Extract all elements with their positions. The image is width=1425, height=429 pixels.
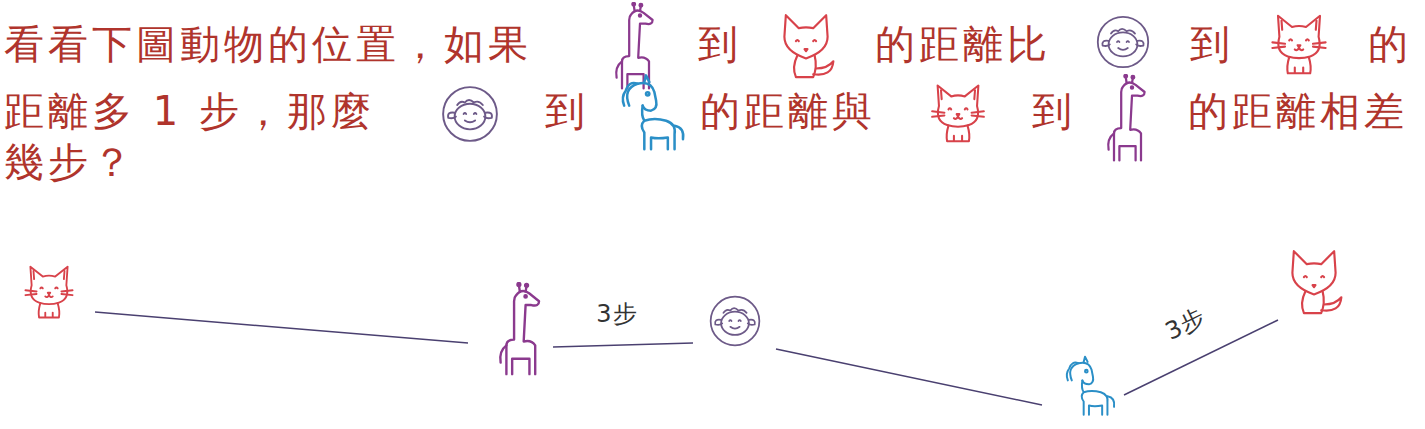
label-holder: 的距離與 — [700, 87, 876, 135]
path-line — [776, 349, 1042, 405]
question-text: 到 — [545, 87, 589, 135]
question-text: 的距離相差 — [1188, 87, 1408, 135]
question-text: 到 — [698, 20, 742, 68]
distance-label: 3步 — [1158, 301, 1213, 348]
question-text: 的 — [1368, 20, 1412, 68]
sheep-icon — [1098, 17, 1148, 67]
giraffe-icon — [1108, 75, 1144, 160]
question-text: 看看下圖動物的位置，如果 — [4, 20, 532, 68]
label-holder: 3步 — [593, 300, 640, 329]
label-holder: 到 — [1032, 87, 1076, 135]
cat-figure — [25, 267, 72, 318]
path-line — [553, 343, 693, 347]
question-text: 的距離比 — [875, 20, 1051, 68]
question-text: 距離多 1 步，那麼 — [4, 87, 375, 135]
fox-icon — [784, 15, 833, 77]
question-text: 到 — [1032, 87, 1076, 135]
label-holder: 看看下圖動物的位置，如果 — [4, 20, 532, 68]
label-holder: 的 — [1368, 20, 1412, 68]
sheep-figure — [711, 297, 760, 346]
horse-figure — [1067, 357, 1114, 415]
label-holder: 距離多 1 步，那麼 — [4, 87, 375, 135]
label-holder: 幾步？ — [4, 138, 136, 186]
label-holder: 3步 — [1158, 301, 1213, 348]
label-holder: 的距離相差 — [1188, 87, 1408, 135]
sheep-icon — [443, 87, 497, 141]
horse-icon — [623, 75, 683, 149]
label-holder: 到 — [545, 87, 589, 135]
path-line — [95, 312, 468, 343]
question-text: 幾步？ — [4, 138, 136, 186]
giraffe-figure — [500, 283, 539, 374]
distance-label: 3步 — [593, 300, 640, 329]
fox-figure — [1292, 251, 1341, 313]
question-text: 到 — [1190, 20, 1234, 68]
label-holder: 到 — [1190, 20, 1234, 68]
cat-icon — [1272, 16, 1325, 73]
question-text: 的距離與 — [700, 87, 876, 135]
cat-icon — [932, 86, 984, 142]
label-holder: 到 — [698, 20, 742, 68]
label-holder: 的距離比 — [875, 20, 1051, 68]
